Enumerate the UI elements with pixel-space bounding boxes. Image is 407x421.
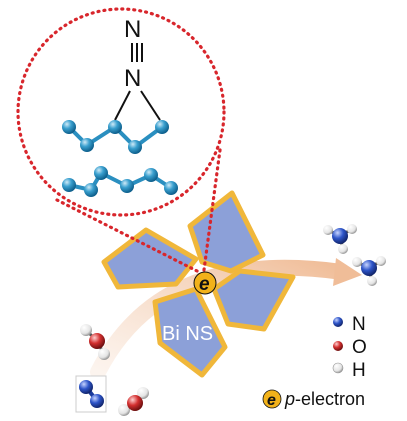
bi-atom bbox=[108, 120, 122, 134]
nh3-molecule-2 bbox=[352, 256, 386, 286]
h2o-molecule-1 bbox=[80, 324, 110, 360]
bi-atom bbox=[144, 168, 158, 182]
legend-electron-label-rest: -electron bbox=[295, 389, 365, 409]
bi-sheet-bottom bbox=[152, 286, 228, 378]
n-bi-bond-right bbox=[140, 90, 161, 121]
electron-badge bbox=[193, 271, 217, 295]
bi-atom bbox=[128, 140, 142, 154]
legend-h-label: H bbox=[352, 360, 366, 381]
bi-atom bbox=[164, 181, 178, 195]
electron-symbol: e bbox=[199, 274, 210, 295]
legend-n-dot bbox=[333, 317, 343, 327]
legend-n-label: N bbox=[352, 314, 366, 335]
catalyst-label: Bi NS bbox=[162, 323, 213, 345]
legend: N O H e p-electron bbox=[262, 314, 367, 409]
bi-nanosheets bbox=[101, 190, 296, 378]
bi-atom bbox=[62, 178, 76, 192]
nh3-molecule-1 bbox=[323, 224, 357, 254]
legend-electron-label: p-electron bbox=[284, 389, 365, 409]
bi-atom bbox=[62, 120, 76, 134]
bi-sheet-top bbox=[187, 190, 266, 274]
legend-o-label: O bbox=[352, 337, 367, 358]
reaction-arrow bbox=[90, 259, 350, 380]
bi-atoms bbox=[62, 120, 178, 197]
n-bi-bond-left bbox=[114, 90, 131, 121]
reaction-arrowhead bbox=[333, 258, 362, 286]
zoom-connector-left bbox=[55, 198, 201, 274]
bi-atom bbox=[80, 138, 94, 152]
zoom-circle bbox=[16, 7, 226, 217]
legend-o-dot bbox=[333, 341, 343, 351]
bi-atom bbox=[155, 120, 169, 134]
zoom-connector-right bbox=[202, 148, 222, 272]
bi-sheet-right bbox=[211, 268, 296, 332]
bi-atom bbox=[94, 166, 108, 180]
n2-atom-top: N bbox=[124, 16, 141, 43]
bi-lattice bbox=[67, 124, 173, 193]
bi-atom bbox=[84, 183, 98, 197]
h2o-molecule-2 bbox=[118, 387, 149, 416]
n2-atom-bottom: N bbox=[124, 65, 141, 92]
legend-electron-label-italic: p bbox=[284, 389, 295, 409]
bi-sheet-left bbox=[101, 227, 199, 290]
legend-h-dot bbox=[332, 362, 344, 374]
legend-electron-badge bbox=[262, 389, 282, 409]
n2-molecule bbox=[75, 375, 107, 413]
bi-atom bbox=[120, 179, 134, 193]
legend-electron-symbol: e bbox=[267, 392, 276, 409]
